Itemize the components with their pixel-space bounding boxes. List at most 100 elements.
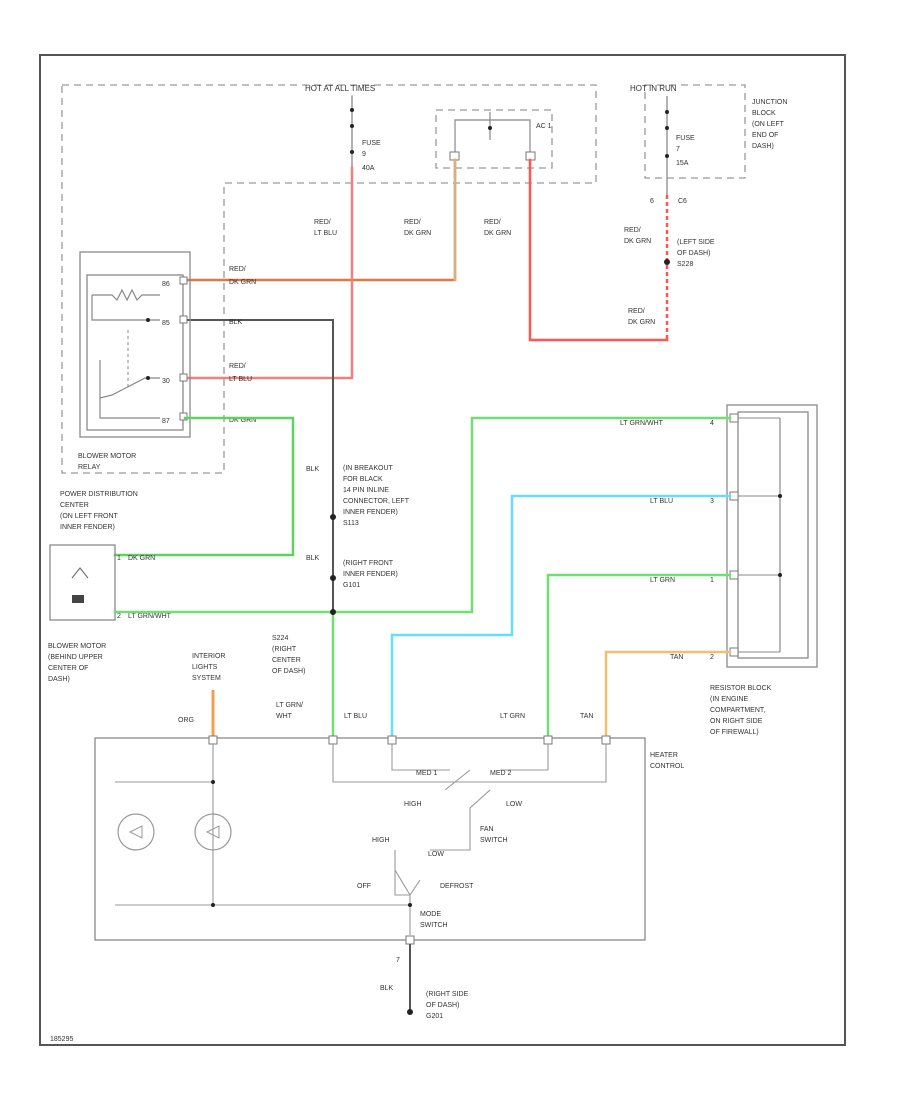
- svg-text:3: 3: [710, 498, 714, 505]
- svg-text:COMPARTMENT,: COMPARTMENT,: [710, 707, 765, 714]
- svg-text:INNER FENDER): INNER FENDER): [343, 571, 398, 578]
- svg-text:6: 6: [650, 198, 654, 205]
- svg-text:FAN: FAN: [480, 826, 494, 833]
- svg-text:ORG: ORG: [178, 717, 194, 724]
- svg-text:1: 1: [710, 577, 714, 584]
- svg-text:(RIGHT FRONT: (RIGHT FRONT: [343, 560, 394, 567]
- svg-text:JUNCTION: JUNCTION: [752, 99, 787, 106]
- pdc-label: POWER DISTRIBUTION CENTER (ON LEFT FRONT…: [60, 491, 138, 531]
- svg-text:S228: S228: [677, 261, 693, 268]
- junction-block-label: JUNCTION BLOCK (ON LEFT END OF DASH): [752, 99, 787, 150]
- svg-text:RELAY: RELAY: [78, 464, 101, 471]
- svg-text:DK GRN: DK GRN: [624, 238, 651, 245]
- figure-code: 185295: [50, 1036, 73, 1043]
- svg-text:15A: 15A: [676, 160, 689, 167]
- svg-text:BLOCK: BLOCK: [752, 110, 776, 117]
- ground-g101: (RIGHT FRONT INNER FENDER) G101: [330, 560, 398, 589]
- svg-text:HIGH: HIGH: [372, 837, 390, 844]
- svg-text:LT BLU: LT BLU: [314, 230, 337, 237]
- svg-text:RESISTOR BLOCK: RESISTOR BLOCK: [710, 685, 772, 692]
- svg-text:LIGHTS: LIGHTS: [192, 664, 218, 671]
- svg-text:CENTER OF: CENTER OF: [48, 665, 88, 672]
- svg-text:(BEHIND UPPER: (BEHIND UPPER: [48, 654, 103, 661]
- svg-text:DK GRN: DK GRN: [229, 417, 256, 424]
- svg-text:INNER FENDER): INNER FENDER): [343, 509, 398, 516]
- svg-text:7: 7: [676, 146, 680, 153]
- svg-text:2: 2: [710, 654, 714, 661]
- svg-text:2: 2: [117, 613, 121, 620]
- svg-text:BLK: BLK: [229, 319, 243, 326]
- svg-text:FUSE: FUSE: [676, 135, 695, 142]
- resistor-wires: [113, 416, 732, 742]
- svg-text:CONNECTOR, LEFT: CONNECTOR, LEFT: [343, 498, 410, 505]
- svg-text:WHT: WHT: [276, 713, 293, 720]
- svg-text:LT BLU: LT BLU: [229, 376, 252, 383]
- svg-text:LT BLU: LT BLU: [344, 713, 367, 720]
- svg-text:BLK: BLK: [380, 985, 394, 992]
- blower-motor: 1 2 DK GRN LT GRN/WHT BLOWER MOTOR (BEHI…: [48, 544, 172, 683]
- heater-control: MED 1 MED 2 HIGH LOW FAN SWITCH HIGH LOW…: [94, 735, 684, 941]
- svg-text:14 PIN INLINE: 14 PIN INLINE: [343, 487, 389, 494]
- breakout-s113: (IN BREAKOUT FOR BLACK 14 PIN INLINE CON…: [306, 465, 410, 562]
- svg-text:BLOWER MOTOR: BLOWER MOTOR: [48, 643, 106, 650]
- svg-text:86: 86: [162, 281, 170, 288]
- svg-text:POWER DISTRIBUTION: POWER DISTRIBUTION: [60, 491, 138, 498]
- svg-text:LOW: LOW: [506, 801, 522, 808]
- svg-text:(IN BREAKOUT: (IN BREAKOUT: [343, 465, 394, 472]
- svg-text:1: 1: [117, 555, 121, 562]
- svg-text:BLOWER MOTOR: BLOWER MOTOR: [78, 453, 136, 460]
- svg-text:DK GRN: DK GRN: [404, 230, 431, 237]
- svg-text:HEATER: HEATER: [650, 752, 678, 759]
- svg-text:LOW: LOW: [428, 851, 444, 858]
- svg-text:(ON LEFT: (ON LEFT: [752, 121, 785, 128]
- svg-text:(RIGHT: (RIGHT: [272, 646, 297, 653]
- diagram-border: [39, 54, 846, 1046]
- svg-text:S113: S113: [343, 520, 359, 527]
- svg-text:MED 1: MED 1: [416, 770, 438, 777]
- svg-text:TAN: TAN: [670, 654, 683, 661]
- svg-text:BLK: BLK: [306, 466, 320, 473]
- svg-text:SYSTEM: SYSTEM: [192, 675, 221, 682]
- svg-text:40A: 40A: [362, 165, 375, 172]
- junction-block: HOT IN RUN FUSE 7 15A JUNCTION BLOCK (ON…: [630, 84, 787, 205]
- svg-text:S224: S224: [272, 635, 288, 642]
- blower-motor-relay: 86 85 30 87 RED/ DK GRN BLK RED/ LT BLU …: [78, 251, 256, 471]
- svg-text:OF DASH): OF DASH): [272, 668, 305, 675]
- svg-text:SWITCH: SWITCH: [480, 837, 508, 844]
- ground-g201: 7 BLK (RIGHT SIDE OF DASH) G201: [380, 935, 469, 1020]
- svg-text:RED/: RED/: [229, 363, 246, 370]
- svg-text:(ON LEFT FRONT: (ON LEFT FRONT: [60, 513, 119, 520]
- ac-relay: AC 1: [435, 109, 553, 169]
- svg-text:LT GRN/: LT GRN/: [276, 702, 303, 709]
- svg-text:TAN: TAN: [580, 713, 593, 720]
- svg-text:END OF: END OF: [752, 132, 778, 139]
- svg-text:G101: G101: [343, 582, 360, 589]
- dk-grn-wire: [113, 416, 295, 557]
- svg-text:LT GRN: LT GRN: [500, 713, 525, 720]
- svg-text:ON RIGHT SIDE: ON RIGHT SIDE: [710, 718, 763, 725]
- svg-text:OF DASH): OF DASH): [426, 1002, 459, 1009]
- svg-text:4: 4: [710, 420, 714, 427]
- svg-text:MODE: MODE: [420, 911, 441, 918]
- svg-text:(LEFT SIDE: (LEFT SIDE: [677, 239, 715, 246]
- svg-text:HOT AT ALL TIMES: HOT AT ALL TIMES: [305, 84, 375, 93]
- svg-text:OF DASH): OF DASH): [677, 250, 710, 257]
- svg-text:DK GRN: DK GRN: [628, 319, 655, 326]
- svg-text:INTERIOR: INTERIOR: [192, 653, 225, 660]
- svg-text:RED/: RED/: [628, 308, 645, 315]
- s228-splice: (LEFT SIDE OF DASH) S228 RED/ DK GRN RED…: [624, 195, 715, 340]
- svg-text:DK GRN: DK GRN: [128, 555, 155, 562]
- resistor-block: 4 3 1 2 LT GRN/WHT LT BLU LT GRN TAN RES…: [620, 404, 818, 736]
- svg-text:RED/: RED/: [404, 219, 421, 226]
- svg-text:FOR BLACK: FOR BLACK: [343, 476, 383, 483]
- svg-text:G201: G201: [426, 1013, 443, 1020]
- top-wires: RED/ LT BLU RED/ DK GRN RED/ DK GRN: [183, 158, 669, 611]
- svg-text:AC 1: AC 1: [536, 123, 552, 130]
- svg-text:C6: C6: [678, 198, 687, 205]
- svg-text:BLK: BLK: [306, 555, 320, 562]
- svg-text:DEFROST: DEFROST: [440, 883, 474, 890]
- svg-text:DASH): DASH): [752, 143, 774, 150]
- interior-lights: INTERIOR LIGHTS SYSTEM ORG: [178, 653, 225, 740]
- svg-text:FUSE: FUSE: [362, 140, 381, 147]
